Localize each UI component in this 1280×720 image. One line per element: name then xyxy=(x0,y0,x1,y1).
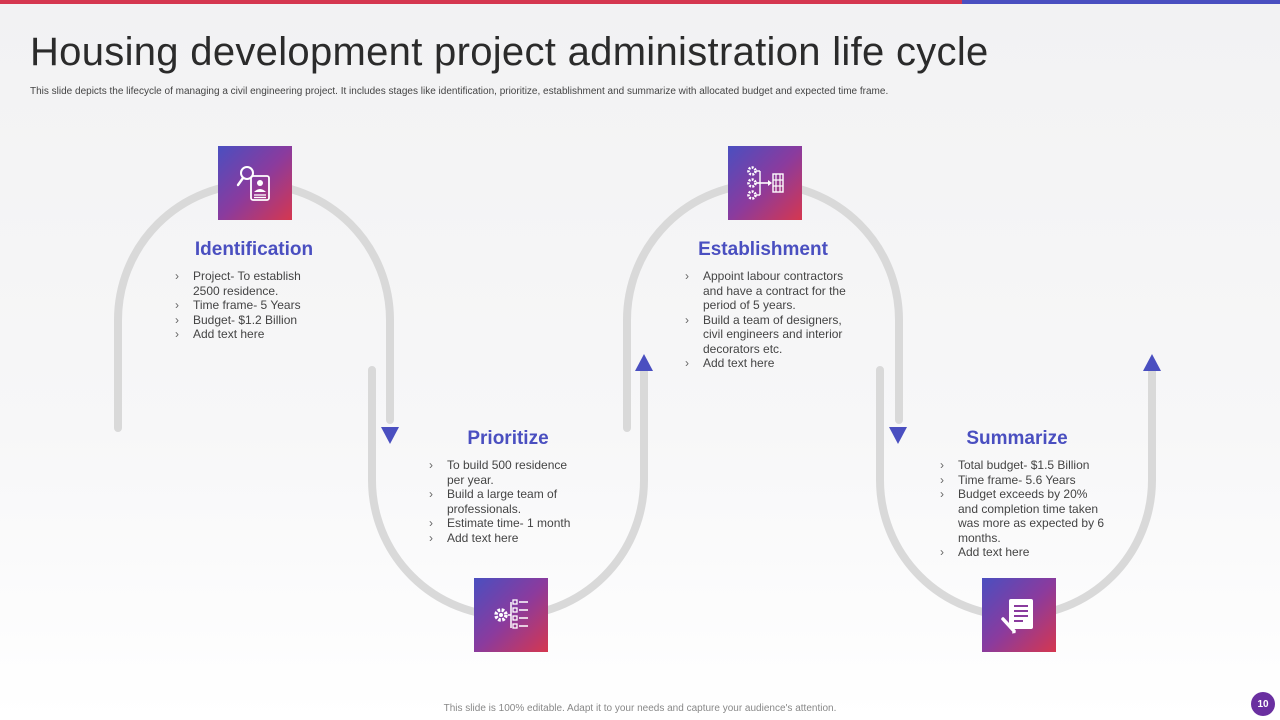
stage-title-prioritize: Prioritize xyxy=(467,428,549,449)
list-item: Add text here xyxy=(429,531,579,546)
list-item: Estimate time- 1 month xyxy=(429,516,579,531)
stage-title-identification: Identification xyxy=(194,239,314,260)
list-item: Build a team of designers, civil enginee… xyxy=(685,313,855,357)
list-item: Build a large team of professionals. xyxy=(429,487,579,516)
prioritize-icon-box xyxy=(474,578,548,652)
prioritize-bullets: To build 500 residence per year. Build a… xyxy=(429,458,579,545)
top-accent-bar-red xyxy=(0,0,962,4)
stage-title-summarize: Summarize xyxy=(966,428,1068,449)
search-profile-icon xyxy=(236,166,270,201)
arrow-up-2 xyxy=(1143,354,1161,371)
page-subtitle: This slide depicts the lifecycle of mana… xyxy=(30,86,889,97)
summarize-icon-box xyxy=(982,578,1056,652)
establishment-icon-box xyxy=(728,146,802,220)
top-accent-bar-blue xyxy=(962,0,1280,4)
arrow-down-2 xyxy=(889,427,907,444)
identification-icon-box xyxy=(218,146,292,220)
establishment-bullets: Appoint labour contractors and have a co… xyxy=(685,269,855,371)
list-item: Budget exceeds by 20% and completion tim… xyxy=(940,487,1105,545)
document-pen-icon xyxy=(1001,599,1033,634)
list-item: To build 500 residence per year. xyxy=(429,458,579,487)
arrow-down-1 xyxy=(381,427,399,444)
list-item: Total budget- $1.5 Billion xyxy=(940,458,1105,473)
footer-note: This slide is 100% editable. Adapt it to… xyxy=(443,703,837,714)
list-item: Appoint labour contractors and have a co… xyxy=(685,269,855,313)
process-flow-icon xyxy=(747,166,784,200)
stage-title-establishment: Establishment xyxy=(698,239,828,260)
list-item: Add text here xyxy=(685,356,855,371)
list-item: Time frame- 5 Years xyxy=(175,298,325,313)
page-title: Housing development project administrati… xyxy=(30,30,989,74)
page-number-badge: 10 xyxy=(1251,692,1275,716)
list-item: Budget- $1.2 Billion xyxy=(175,313,325,328)
arrow-up-1 xyxy=(635,354,653,371)
list-item: Add text here xyxy=(940,545,1105,560)
list-item: Project- To establish 2500 residence. xyxy=(175,269,325,298)
list-item: Time frame- 5.6 Years xyxy=(940,473,1105,488)
gear-checklist-icon xyxy=(494,599,528,629)
summarize-bullets: Total budget- $1.5 Billion Time frame- 5… xyxy=(940,458,1105,560)
list-item: Add text here xyxy=(175,327,325,342)
identification-bullets: Project- To establish 2500 residence. Ti… xyxy=(175,269,325,342)
